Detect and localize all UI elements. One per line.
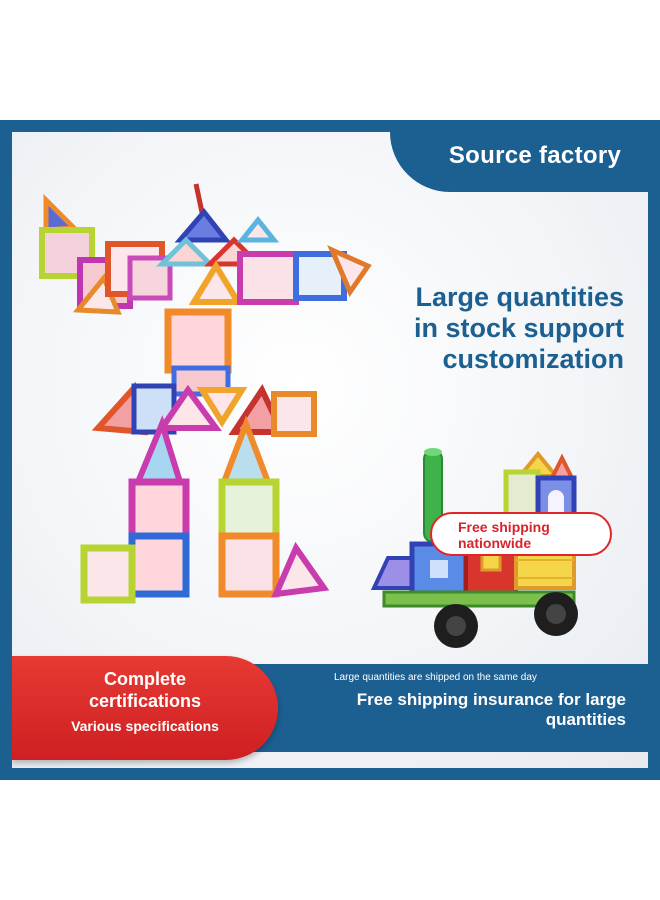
certifications-title-line: certifications bbox=[88, 691, 202, 711]
banner-canvas: Source factory Large quantities in stock… bbox=[12, 132, 648, 768]
specifications-subtitle: Various specifications bbox=[71, 718, 219, 734]
shipping-insurance-text: Free shipping insurance for large quanti… bbox=[356, 690, 626, 729]
certifications-title: Complete certifications bbox=[12, 656, 278, 712]
headline-line: in stock support bbox=[413, 313, 624, 343]
badge-line: Free shipping bbox=[458, 519, 550, 535]
magnetic-tile-train bbox=[370, 448, 578, 648]
source-factory-tab: Source factory bbox=[390, 132, 648, 192]
headline-line: Large quantities bbox=[415, 282, 624, 312]
same-day-shipping-note: Large quantities are shipped on the same… bbox=[334, 672, 537, 683]
toy-illustrations bbox=[39, 183, 578, 648]
headline-line: customization bbox=[442, 344, 624, 374]
free-shipping-badge: Free shipping nationwide bbox=[430, 512, 612, 556]
banner-frame: Source factory Large quantities in stock… bbox=[0, 120, 660, 780]
headline: Large quantities in stock support custom… bbox=[304, 282, 624, 375]
magnetic-tile-robot bbox=[39, 183, 372, 604]
source-factory-label: Source factory bbox=[448, 142, 622, 169]
badge-line: nationwide bbox=[458, 535, 532, 551]
certifications-badge: Complete certifications Various specific… bbox=[12, 656, 278, 760]
certifications-title-line: Complete bbox=[103, 669, 186, 689]
